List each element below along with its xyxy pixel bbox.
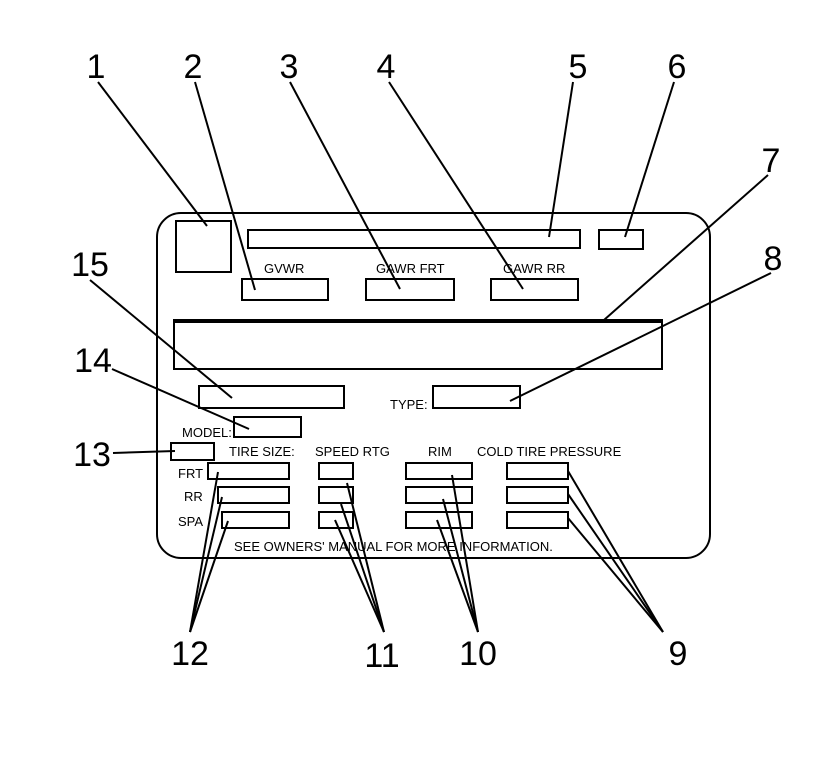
footer-text: SEE OWNERS' MANUAL FOR MORE INFORMATION. [234,539,553,554]
model-label: MODEL: [182,425,232,440]
rim-frt-field [405,462,473,480]
callout-5: 5 [569,48,588,86]
gvwr-field [241,278,329,301]
leader-9a [567,470,664,633]
leader-14 [111,368,250,430]
leader-1 [97,81,208,227]
model-field [233,416,302,438]
rim-rr-field [405,486,473,504]
tire-size-frt-field [207,462,290,480]
callout-11: 11 [364,637,399,675]
callout-15: 15 [71,246,109,284]
callout-2: 2 [184,48,203,86]
gawr-frt-label: GAWR FRT [376,261,445,276]
leader-15 [89,279,233,399]
manufacturer-field [247,229,581,249]
callout-1: 1 [87,48,106,86]
tire-size-spa-field [221,511,290,529]
leader-9b [567,493,664,633]
leader-12a [189,471,219,633]
tire-size-header: TIRE SIZE: [229,444,295,459]
pressure-rr-field [506,486,569,504]
leader-13 [112,450,176,454]
leader-11a [346,482,385,633]
leader-8 [509,272,772,402]
leader-2 [194,81,256,291]
leader-10a [451,474,479,633]
callout-10: 10 [459,635,497,673]
gawr-rr-label: GAWR RR [503,261,565,276]
pressure-frt-field [506,462,569,480]
callout-7: 7 [762,142,781,180]
leader-5 [548,81,574,238]
small-id-field [170,442,215,461]
date-of-manufacture-field [198,385,345,409]
leader-3 [289,81,401,290]
cold-tire-pressure-header: COLD TIRE PRESSURE [477,444,622,459]
rim-header: RIM [428,444,452,459]
callout-4: 4 [377,48,396,86]
tire-size-rr-field [217,486,290,504]
pressure-spa-field [506,511,569,529]
callout-3: 3 [280,48,299,86]
speed-rtg-rr-field [318,486,354,504]
leader-4 [388,81,524,290]
leader-7 [603,174,769,321]
leader-12b [189,496,223,633]
date-field [598,229,644,250]
callout-6: 6 [668,48,687,86]
callout-12: 12 [171,635,209,673]
callout-9: 9 [669,635,688,673]
leader-10b [442,498,479,633]
type-field [432,385,521,409]
leader-9c [567,517,664,633]
speed-rtg-header: SPEED RTG [315,444,390,459]
row-label-frt: FRT [178,466,203,481]
logo-square [175,220,232,273]
callout-8: 8 [764,240,783,278]
leader-6 [624,81,675,238]
leader-lines [89,81,772,633]
callout-13: 13 [73,436,111,474]
row-label-rr: RR [184,489,203,504]
leader-11c [334,519,385,633]
gawr-rr-field [490,278,579,301]
leader-11b [340,503,385,633]
leader-10c [436,519,479,633]
vin-field [173,319,663,370]
gvwr-label: GVWR [264,261,304,276]
leader-12c [189,520,229,633]
callout-14: 14 [74,342,112,380]
gawr-frt-field [365,278,455,301]
row-label-spa: SPA [178,514,203,529]
speed-rtg-frt-field [318,462,354,480]
type-label: TYPE: [390,397,428,412]
